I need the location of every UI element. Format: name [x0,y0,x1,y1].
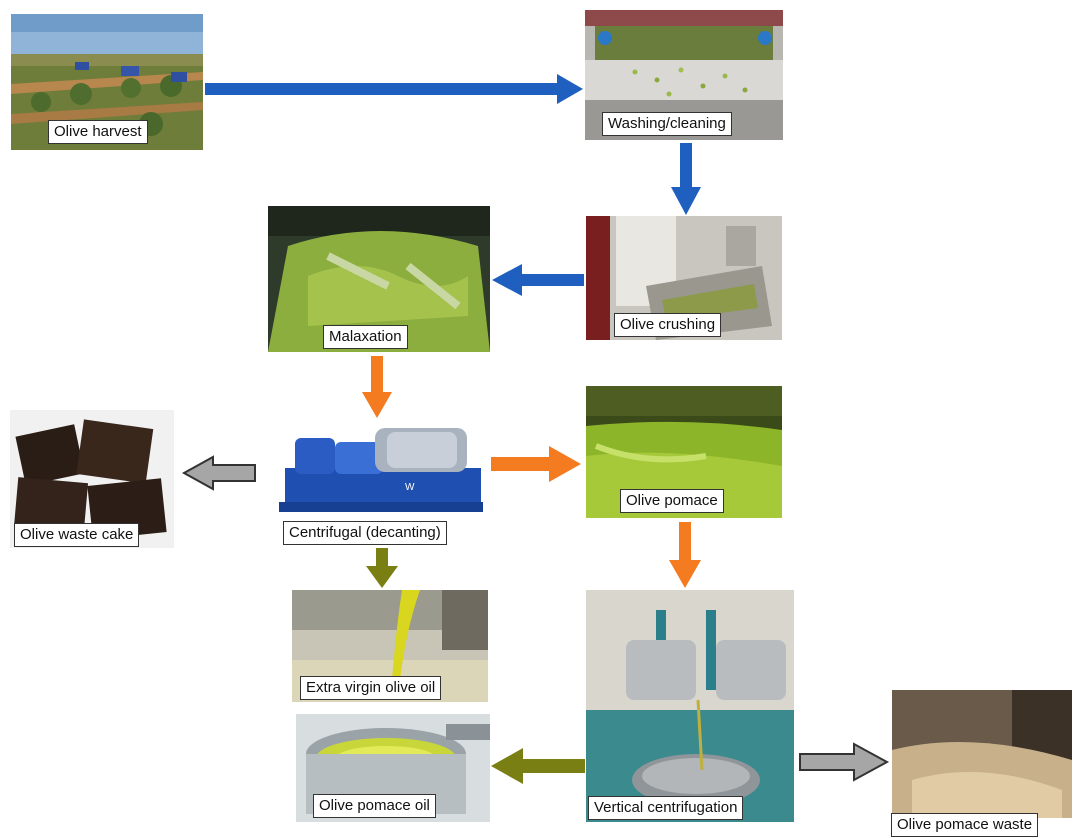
label-olive-crushing: Olive crushing [614,313,722,337]
arrow-decanting-to-pomace [491,446,581,482]
label-olive-pomace-oil: Olive pomace oil [313,794,436,818]
label-olive-waste-cake: Olive waste cake [14,523,140,547]
label-vertical-centrifugation: Vertical centrifugation [588,796,744,820]
malaxation-photo [268,206,490,352]
label-centrifugal-decanting: Centrifugal (decanting) [283,521,447,545]
arrow-washing-to-crushing [671,143,701,215]
arrow-decanting-to-evoo [366,548,398,588]
label-olive-harvest: Olive harvest [48,120,148,144]
label-olive-pomace: Olive pomace [620,489,724,513]
label-malaxation: Malaxation [323,325,408,349]
arrow-malaxation-to-decanting [362,356,392,418]
vertical-centrifugation-photo [586,590,794,822]
arrow-vertical-to-pomace-oil [491,748,585,784]
arrow-decanting-to-waste-cake [181,455,257,491]
arrow-pomace-to-vertical [669,522,701,588]
label-washing-cleaning: Washing/cleaning [602,112,732,136]
olive-harvest-photo [11,14,203,150]
label-olive-pomace-waste: Olive pomace waste [891,813,1039,837]
arrow-crushing-to-malaxation [492,264,584,296]
decanter-centrifuge-photo: W [275,418,487,518]
label-extra-virgin-olive-oil: Extra virgin olive oil [300,676,442,700]
svg-text:W: W [405,482,415,493]
olive-pomace-waste-photo [892,690,1072,818]
arrow-vertical-to-pomace-waste [798,742,890,782]
arrow-harvest-to-washing [205,74,583,104]
